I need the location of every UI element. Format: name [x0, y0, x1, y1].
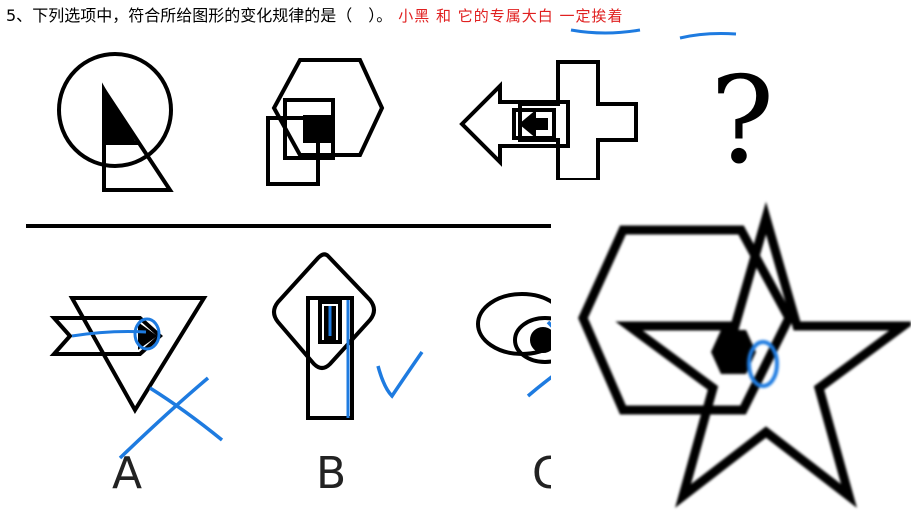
- figure-2: [266, 58, 385, 186]
- handwritten-note: 小黑 和 它的专属大白 一定挨着: [398, 7, 624, 25]
- question-text: 5、下列选项中，符合所给图形的变化规律的是（ ）。小黑 和 它的专属大白 一定挨…: [6, 4, 624, 28]
- option-a-figure[interactable]: [49, 296, 208, 414]
- question-stem: 下列选项中，符合所给图形的变化规律的是（ ）。: [32, 6, 393, 25]
- note-underline-1: [570, 28, 641, 35]
- pen-circle-a: [133, 317, 161, 351]
- hexagon-shape: [578, 225, 795, 415]
- option-d-zoom: [551, 180, 911, 510]
- option-label-b[interactable]: B: [316, 448, 346, 499]
- figure-1: [57, 52, 174, 192]
- note-underline-2: [679, 32, 737, 40]
- check-mark-b: [376, 351, 424, 399]
- option-d-figure[interactable]: [551, 180, 911, 510]
- pen-circle-d: [747, 340, 779, 388]
- cross-mark-a: [118, 376, 224, 460]
- pen-stroke-a: [71, 330, 147, 338]
- star-shape: [615, 201, 911, 508]
- black-hexagon: [711, 330, 756, 374]
- option-b-figure[interactable]: [272, 252, 376, 420]
- question-number: 5、: [6, 6, 33, 25]
- figure-3: [459, 60, 638, 182]
- question-mark: ?: [710, 52, 774, 191]
- option-label-a[interactable]: A: [112, 448, 142, 499]
